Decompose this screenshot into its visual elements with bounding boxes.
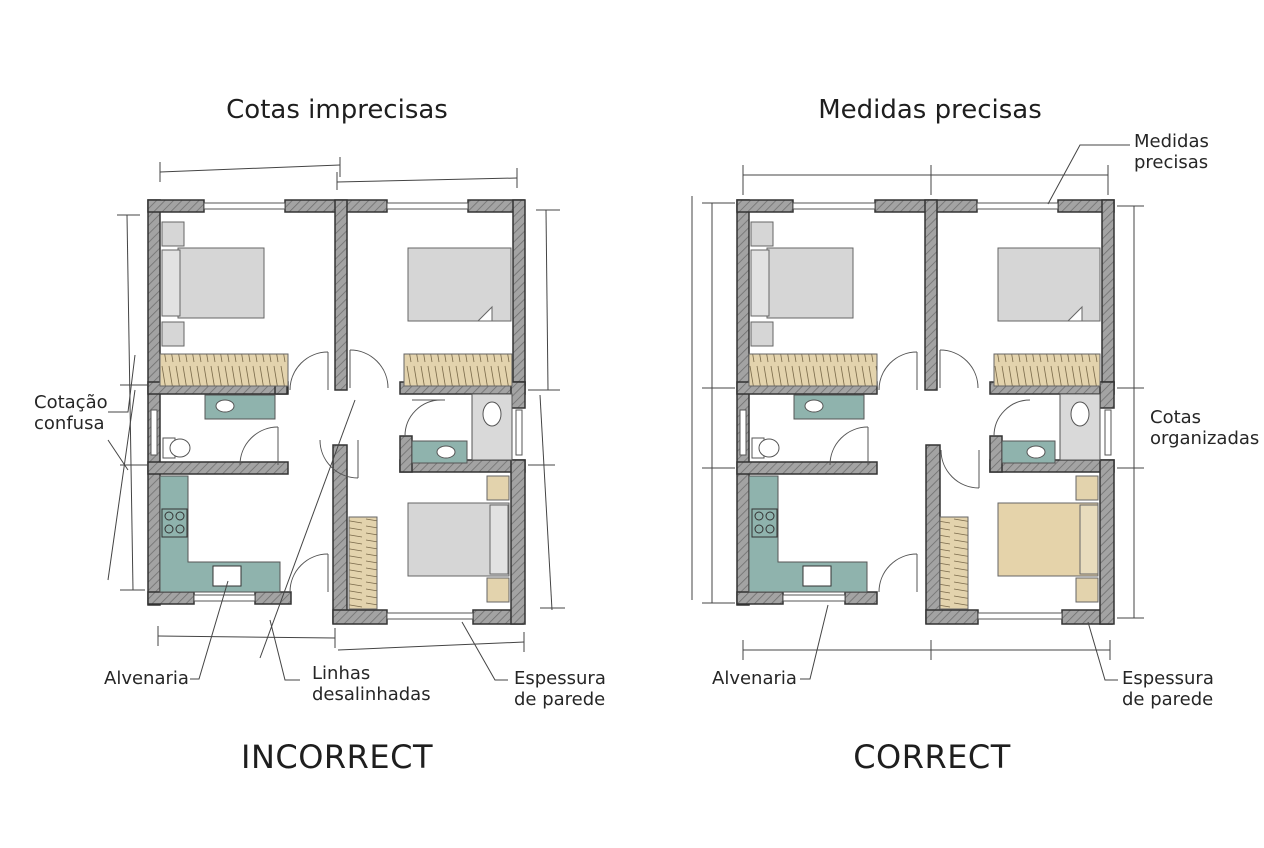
right-bedroom-1 — [748, 221, 878, 387]
left-bathroom-1 — [162, 394, 279, 466]
right-masonry-label: Alvenaria — [712, 668, 797, 689]
left-bedroom-2 — [403, 247, 513, 387]
left-dimension-lines — [107, 157, 565, 659]
precise-measures-label: Medidas precisas — [1134, 131, 1209, 173]
left-masonry-label: Alvenaria — [104, 668, 189, 689]
right-kitchen — [748, 475, 868, 593]
confused-dimension-label: Cotação confusa — [34, 392, 108, 434]
misaligned-lines-label: Linhas desalinhadas — [312, 663, 431, 705]
left-wall-thickness-label: Espessura de parede — [514, 668, 606, 710]
right-dimension-lines — [691, 165, 1144, 660]
left-title: Cotas imprecisas — [226, 95, 448, 125]
right-title: Medidas precisas — [818, 95, 1042, 125]
left-floor-plan — [107, 157, 565, 681]
right-bedroom-3 — [939, 475, 1099, 610]
right-bathroom-1 — [751, 394, 869, 466]
right-floor-plan — [691, 144, 1144, 681]
incorrect-label: INCORRECT — [241, 738, 433, 776]
left-bathroom-2 — [404, 393, 513, 464]
correct-label: CORRECT — [853, 738, 1011, 776]
right-bathroom-2 — [993, 393, 1101, 464]
left-bedroom-1 — [159, 221, 289, 387]
organized-dimensions-label: Cotas organizadas — [1150, 407, 1260, 449]
right-wall-thickness-label: Espessura de parede — [1122, 668, 1214, 710]
left-kitchen — [159, 475, 281, 593]
left-bedroom-3 — [348, 475, 510, 610]
right-bedroom-2 — [993, 247, 1101, 387]
